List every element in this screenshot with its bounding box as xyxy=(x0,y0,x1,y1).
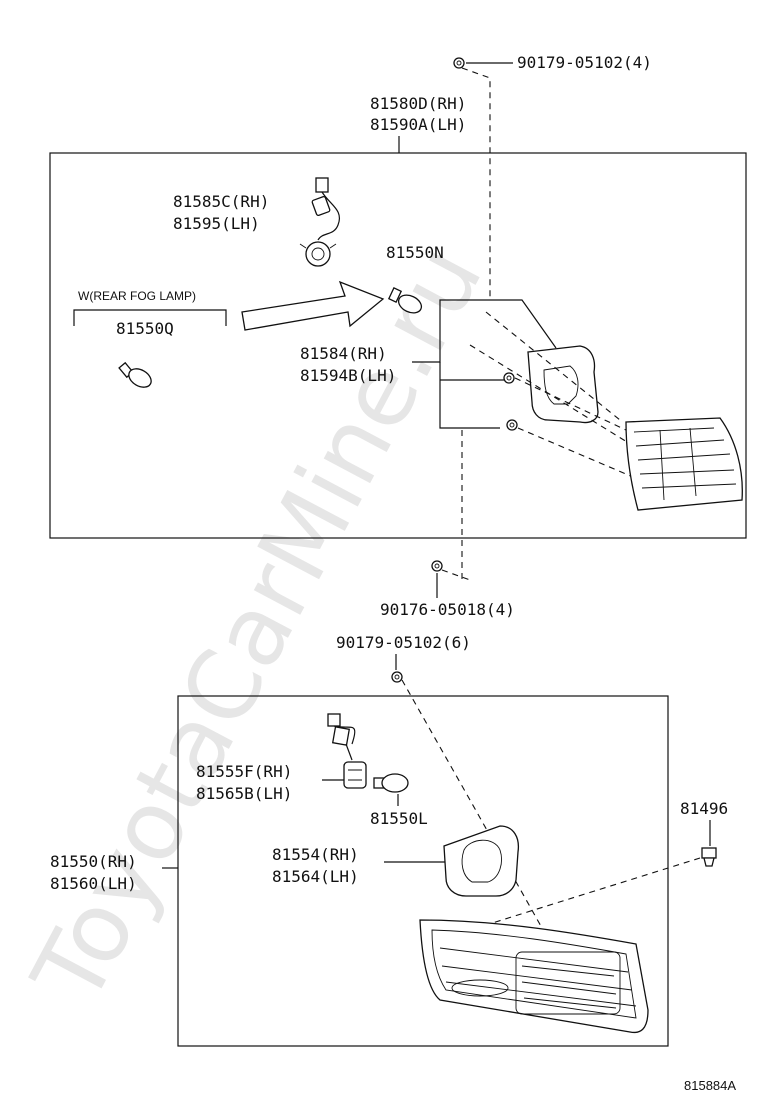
arrow-icon xyxy=(241,280,385,331)
part-label-lower-top-screw[interactable]: 90179-05102(6) xyxy=(336,633,471,652)
lower-bulb-icon[interactable] xyxy=(373,773,409,793)
part-label-socket-lh[interactable]: 81595(LH) xyxy=(173,214,260,233)
part-label-bottom-screw[interactable]: 90176-05018(4) xyxy=(380,600,515,619)
part-label-gasket-rh[interactable]: 81584(RH) xyxy=(300,344,387,363)
lower-gasket-icon[interactable] xyxy=(443,825,520,897)
part-label-lower-gasket-rh[interactable]: 81554(RH) xyxy=(272,845,359,864)
top-group-frame xyxy=(49,152,747,539)
part-label-top-screw[interactable]: 90179-05102(4) xyxy=(517,53,652,72)
bottom-group: 90179-05102(6) 81555F(RH) 81565B(LH) 815… xyxy=(50,633,728,1047)
figure-reference: 815884A xyxy=(684,1078,736,1093)
tail-lamp-icon[interactable] xyxy=(419,919,649,1034)
lamp-lens-icon[interactable] xyxy=(625,417,743,511)
part-label-lower-bulb[interactable]: 81550L xyxy=(370,809,428,828)
part-label-lower-socket-lh[interactable]: 81565B(LH) xyxy=(196,784,292,803)
part-label-socket-rh[interactable]: 81585C(RH) xyxy=(173,192,269,211)
part-label-clip[interactable]: 81496 xyxy=(680,799,728,818)
part-label-bulb[interactable]: 81550N xyxy=(386,243,444,262)
fog-lamp-note: W(REAR FOG LAMP) xyxy=(78,289,196,303)
top-group: 90179-05102(4) 81580D(RH) 81590A(LH) 815… xyxy=(49,53,747,619)
part-label-lamp-rh[interactable]: 81550(RH) xyxy=(50,852,137,871)
screw-icon[interactable] xyxy=(503,372,515,384)
lower-bulb-socket-icon[interactable] xyxy=(327,713,367,789)
part-label-housing-rh[interactable]: 81580D(RH) xyxy=(370,94,466,113)
part-label-lower-socket-rh[interactable]: 81555F(RH) xyxy=(196,762,292,781)
part-label-fog-bulb[interactable]: 81550Q xyxy=(116,319,174,338)
bulb-icon[interactable] xyxy=(387,287,424,316)
screw-bottom-icon[interactable] xyxy=(431,560,443,572)
part-label-gasket-lh[interactable]: 81594B(LH) xyxy=(300,366,396,385)
bulb-socket-icon[interactable] xyxy=(299,177,340,267)
screw-lower-icon[interactable] xyxy=(391,671,403,683)
screw-top-icon[interactable] xyxy=(453,57,465,69)
part-label-lower-gasket-lh[interactable]: 81564(LH) xyxy=(272,867,359,886)
bottom-group-frame xyxy=(177,695,669,1047)
watermark: ToyotaCarMine.ru xyxy=(11,228,504,1022)
part-label-housing-lh[interactable]: 81590A(LH) xyxy=(370,115,466,134)
part-label-lamp-lh[interactable]: 81560(LH) xyxy=(50,874,137,893)
fog-bulb-icon[interactable] xyxy=(118,361,154,391)
screw-icon[interactable] xyxy=(506,419,518,431)
clip-icon[interactable] xyxy=(701,847,717,867)
gasket-icon[interactable] xyxy=(527,345,599,424)
